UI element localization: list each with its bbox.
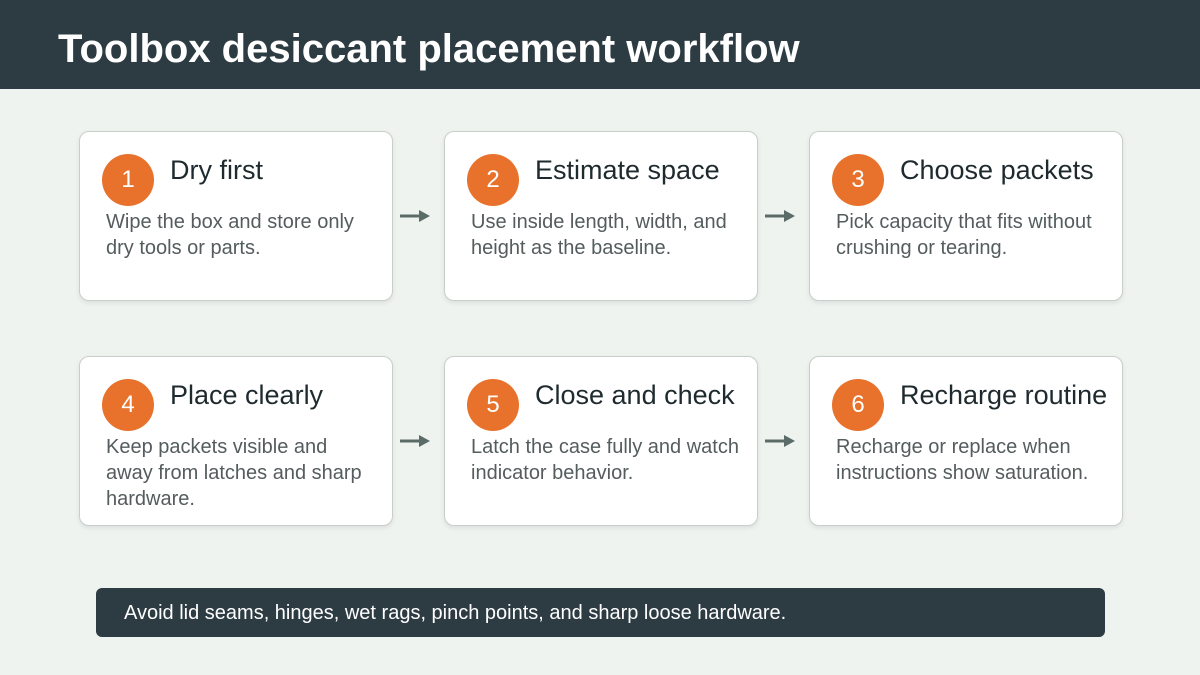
step-description: Keep packets visible and away from latch… (106, 436, 362, 510)
step-title: Choose packets (900, 155, 1094, 185)
step-title: Estimate space (535, 155, 720, 185)
step-description: Pick capacity that fits without crushing… (836, 211, 1092, 259)
step-title: Close and check (535, 380, 735, 410)
step-title: Recharge routine (900, 380, 1108, 410)
page-title: Toolbox desiccant placement workflow (58, 27, 800, 71)
step-card-5: 5 Close and check Latch the case fully a… (444, 356, 758, 526)
header-bar: Toolbox desiccant placement workflow (0, 0, 1200, 89)
step-card-6: 6 Recharge routine Recharge or replace w… (809, 356, 1123, 526)
step-card-2: 2 Estimate space Use inside length, widt… (444, 131, 758, 301)
step-card-4: 4 Place clearly Keep packets visible and… (79, 356, 393, 526)
arrow-right-icon (765, 210, 795, 222)
step-description: Latch the case fully and watch indicator… (471, 436, 739, 484)
step-number-badge: 5 (467, 379, 519, 431)
arrow-right-icon (400, 435, 430, 447)
step-title: Place clearly (170, 380, 324, 410)
warning-text: Avoid lid seams, hinges, wet rags, pinch… (124, 602, 787, 624)
step-number-badge: 6 (832, 379, 884, 431)
step-number-badge: 4 (102, 379, 154, 431)
arrow-right-icon (400, 210, 430, 222)
step-number-badge: 3 (832, 154, 884, 206)
step-card-3: 3 Choose packets Pick capacity that fits… (809, 131, 1123, 301)
warning-banner: Avoid lid seams, hinges, wet rags, pinch… (96, 588, 1105, 637)
arrow-right-icon (765, 435, 795, 447)
step-description: Recharge or replace when instructions sh… (836, 436, 1089, 484)
step-card-1: 1 Dry first Wipe the box and store only … (79, 131, 393, 301)
step-description: Use inside length, width, and height as … (471, 211, 727, 259)
step-number-badge: 2 (467, 154, 519, 206)
step-description: Wipe the box and store only dry tools or… (106, 211, 354, 259)
step-number-badge: 1 (102, 154, 154, 206)
step-title: Dry first (170, 155, 263, 185)
